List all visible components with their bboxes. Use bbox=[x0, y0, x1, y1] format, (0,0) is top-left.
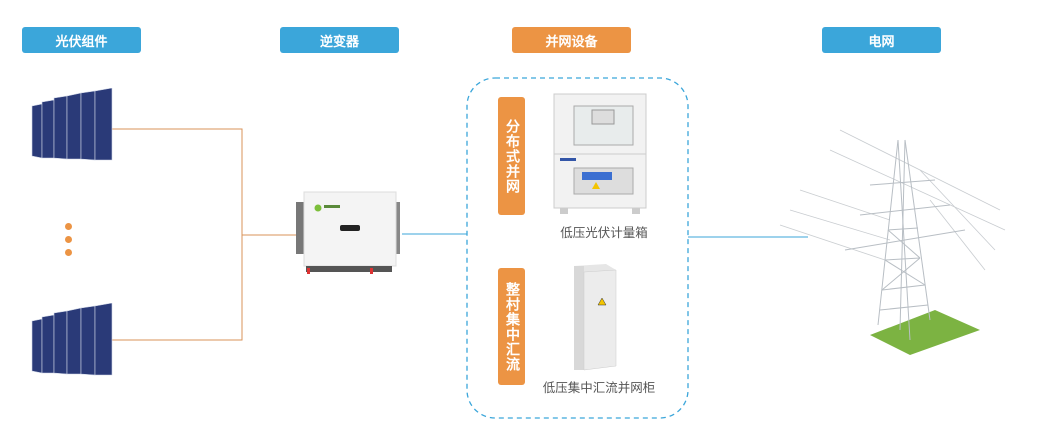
meter-box-caption: 低压光伏计量箱 bbox=[560, 225, 648, 240]
solar-panel-icon bbox=[31, 303, 113, 376]
inverter-icon bbox=[296, 191, 400, 274]
ellipsis-dot bbox=[65, 236, 72, 243]
ellipsis-dot bbox=[65, 223, 72, 230]
village-aggregation-label: 整村集中汇流 bbox=[498, 268, 525, 385]
distributed-grid-label: 分布式并网 bbox=[498, 97, 525, 215]
pv-wire bbox=[112, 128, 243, 341]
grid-equipment-box bbox=[466, 77, 689, 419]
header-grid: 电网 bbox=[822, 27, 941, 53]
header-grid-equipment: 并网设备 bbox=[512, 27, 631, 53]
header-pv-modules: 光伏组件 bbox=[22, 27, 141, 53]
grid-cabinet-icon bbox=[574, 264, 617, 371]
meter-box-icon bbox=[553, 93, 647, 214]
header-inverter: 逆变器 bbox=[280, 27, 399, 53]
transmission-tower-icon bbox=[779, 129, 1006, 355]
ellipsis-dot bbox=[65, 249, 72, 256]
solar-panel-icon bbox=[31, 88, 113, 161]
grid-cabinet-caption: 低压集中汇流并网柜 bbox=[542, 380, 656, 395]
